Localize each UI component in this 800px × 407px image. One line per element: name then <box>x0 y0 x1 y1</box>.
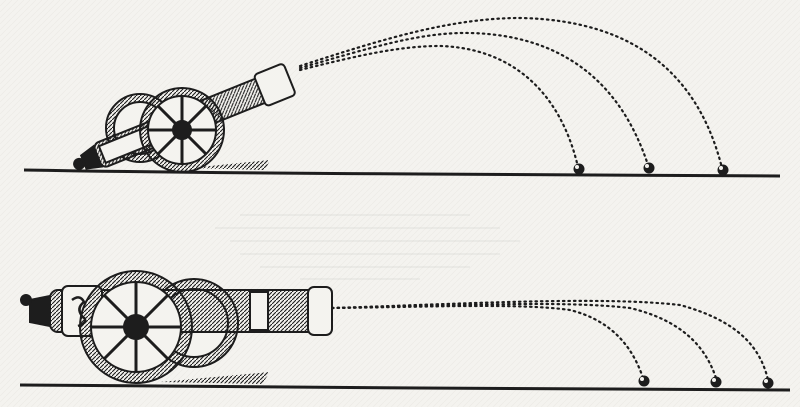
cannonball <box>762 377 774 389</box>
ground-line-bottom <box>19 383 791 392</box>
trajectories-top <box>298 16 724 170</box>
bleed-through-text <box>215 214 520 280</box>
trajectory-far <box>298 16 724 170</box>
bottom-panel <box>19 270 791 392</box>
cannonball <box>643 162 655 174</box>
cannon-shadow-bottom <box>160 372 270 384</box>
top-panel <box>23 16 781 178</box>
level-cannon <box>20 270 333 384</box>
trajectory-near <box>298 44 580 169</box>
trajectories-bottom <box>330 299 770 382</box>
ground-line-top <box>23 168 781 178</box>
cannonball <box>573 163 585 175</box>
trajectory-middle <box>298 31 650 167</box>
cannonball <box>710 376 722 388</box>
cannon-shadow-top <box>190 160 270 170</box>
cannonball <box>638 375 650 387</box>
cannonball <box>717 164 729 176</box>
elevated-cannon <box>73 63 296 173</box>
